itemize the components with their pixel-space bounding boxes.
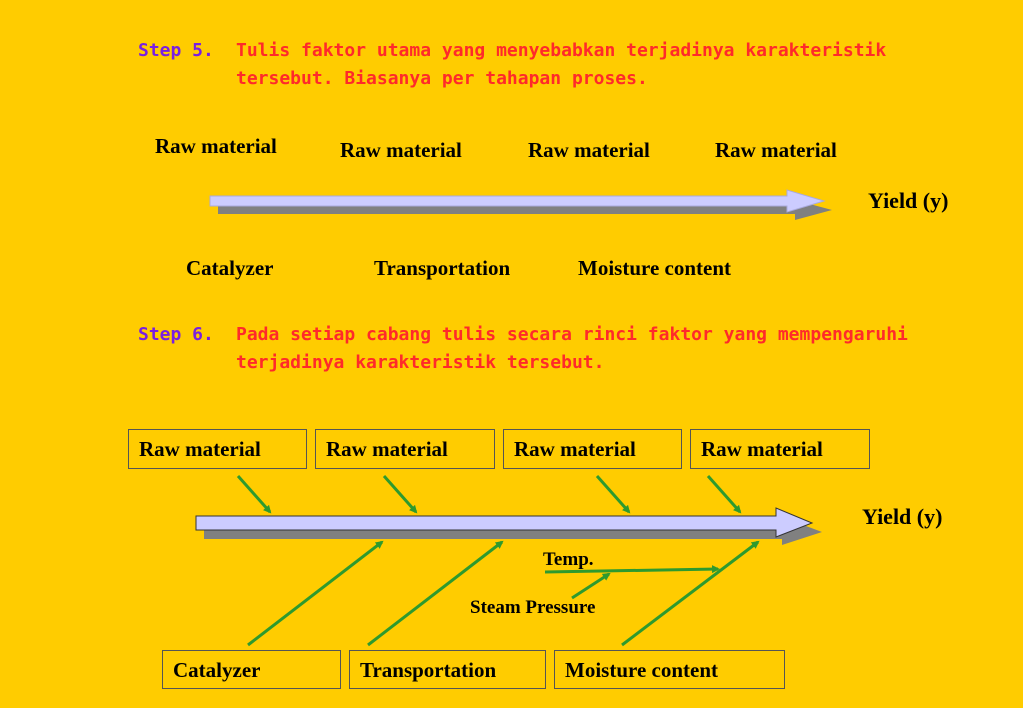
d1-top-label-4: Raw material	[715, 138, 837, 162]
d1-effect: Yield (y)	[868, 188, 949, 213]
d2-top-box-4: Raw material	[690, 429, 870, 469]
spine-arrow-1	[209, 189, 832, 220]
step-6-text: Pada setiap cabang tulis secara rinci fa…	[236, 324, 908, 373]
d1-top-label-3: Raw material	[528, 138, 650, 162]
d2-sub-cause-temp: Temp.	[543, 549, 594, 570]
d2-effect: Yield (y)	[862, 504, 943, 529]
d1-bottom-label-1: Catalyzer	[186, 256, 274, 280]
step-6: Step 6. Pada setiap cabang tulis secara …	[138, 321, 998, 381]
d2-top-box-3: Raw material	[503, 429, 682, 469]
d1-top-label-1: Raw material	[155, 134, 277, 158]
d2-bottom-box-1: Catalyzer	[162, 650, 341, 689]
step-6-number: Step 6.	[138, 324, 214, 345]
d2-sub-cause-steam: Steam Pressure	[470, 597, 596, 618]
d1-bottom-label-3: Moisture content	[578, 256, 731, 280]
branch-arrows	[236, 475, 760, 647]
d1-bottom-label-2: Transportation	[374, 256, 511, 280]
step-5: Step 5. Tulis faktor utama yang menyebab…	[138, 37, 998, 97]
d2-bottom-box-2: Transportation	[349, 650, 546, 689]
d2-bottom-box-3: Moisture content	[554, 650, 785, 689]
spine-arrow-2	[195, 507, 822, 545]
step-5-number: Step 5.	[138, 40, 214, 61]
d2-top-box-2: Raw material	[315, 429, 495, 469]
d2-top-box-1: Raw material	[128, 429, 307, 469]
step-5-text: Tulis faktor utama yang menyebabkan terj…	[236, 40, 887, 89]
d1-top-label-2: Raw material	[340, 138, 462, 162]
